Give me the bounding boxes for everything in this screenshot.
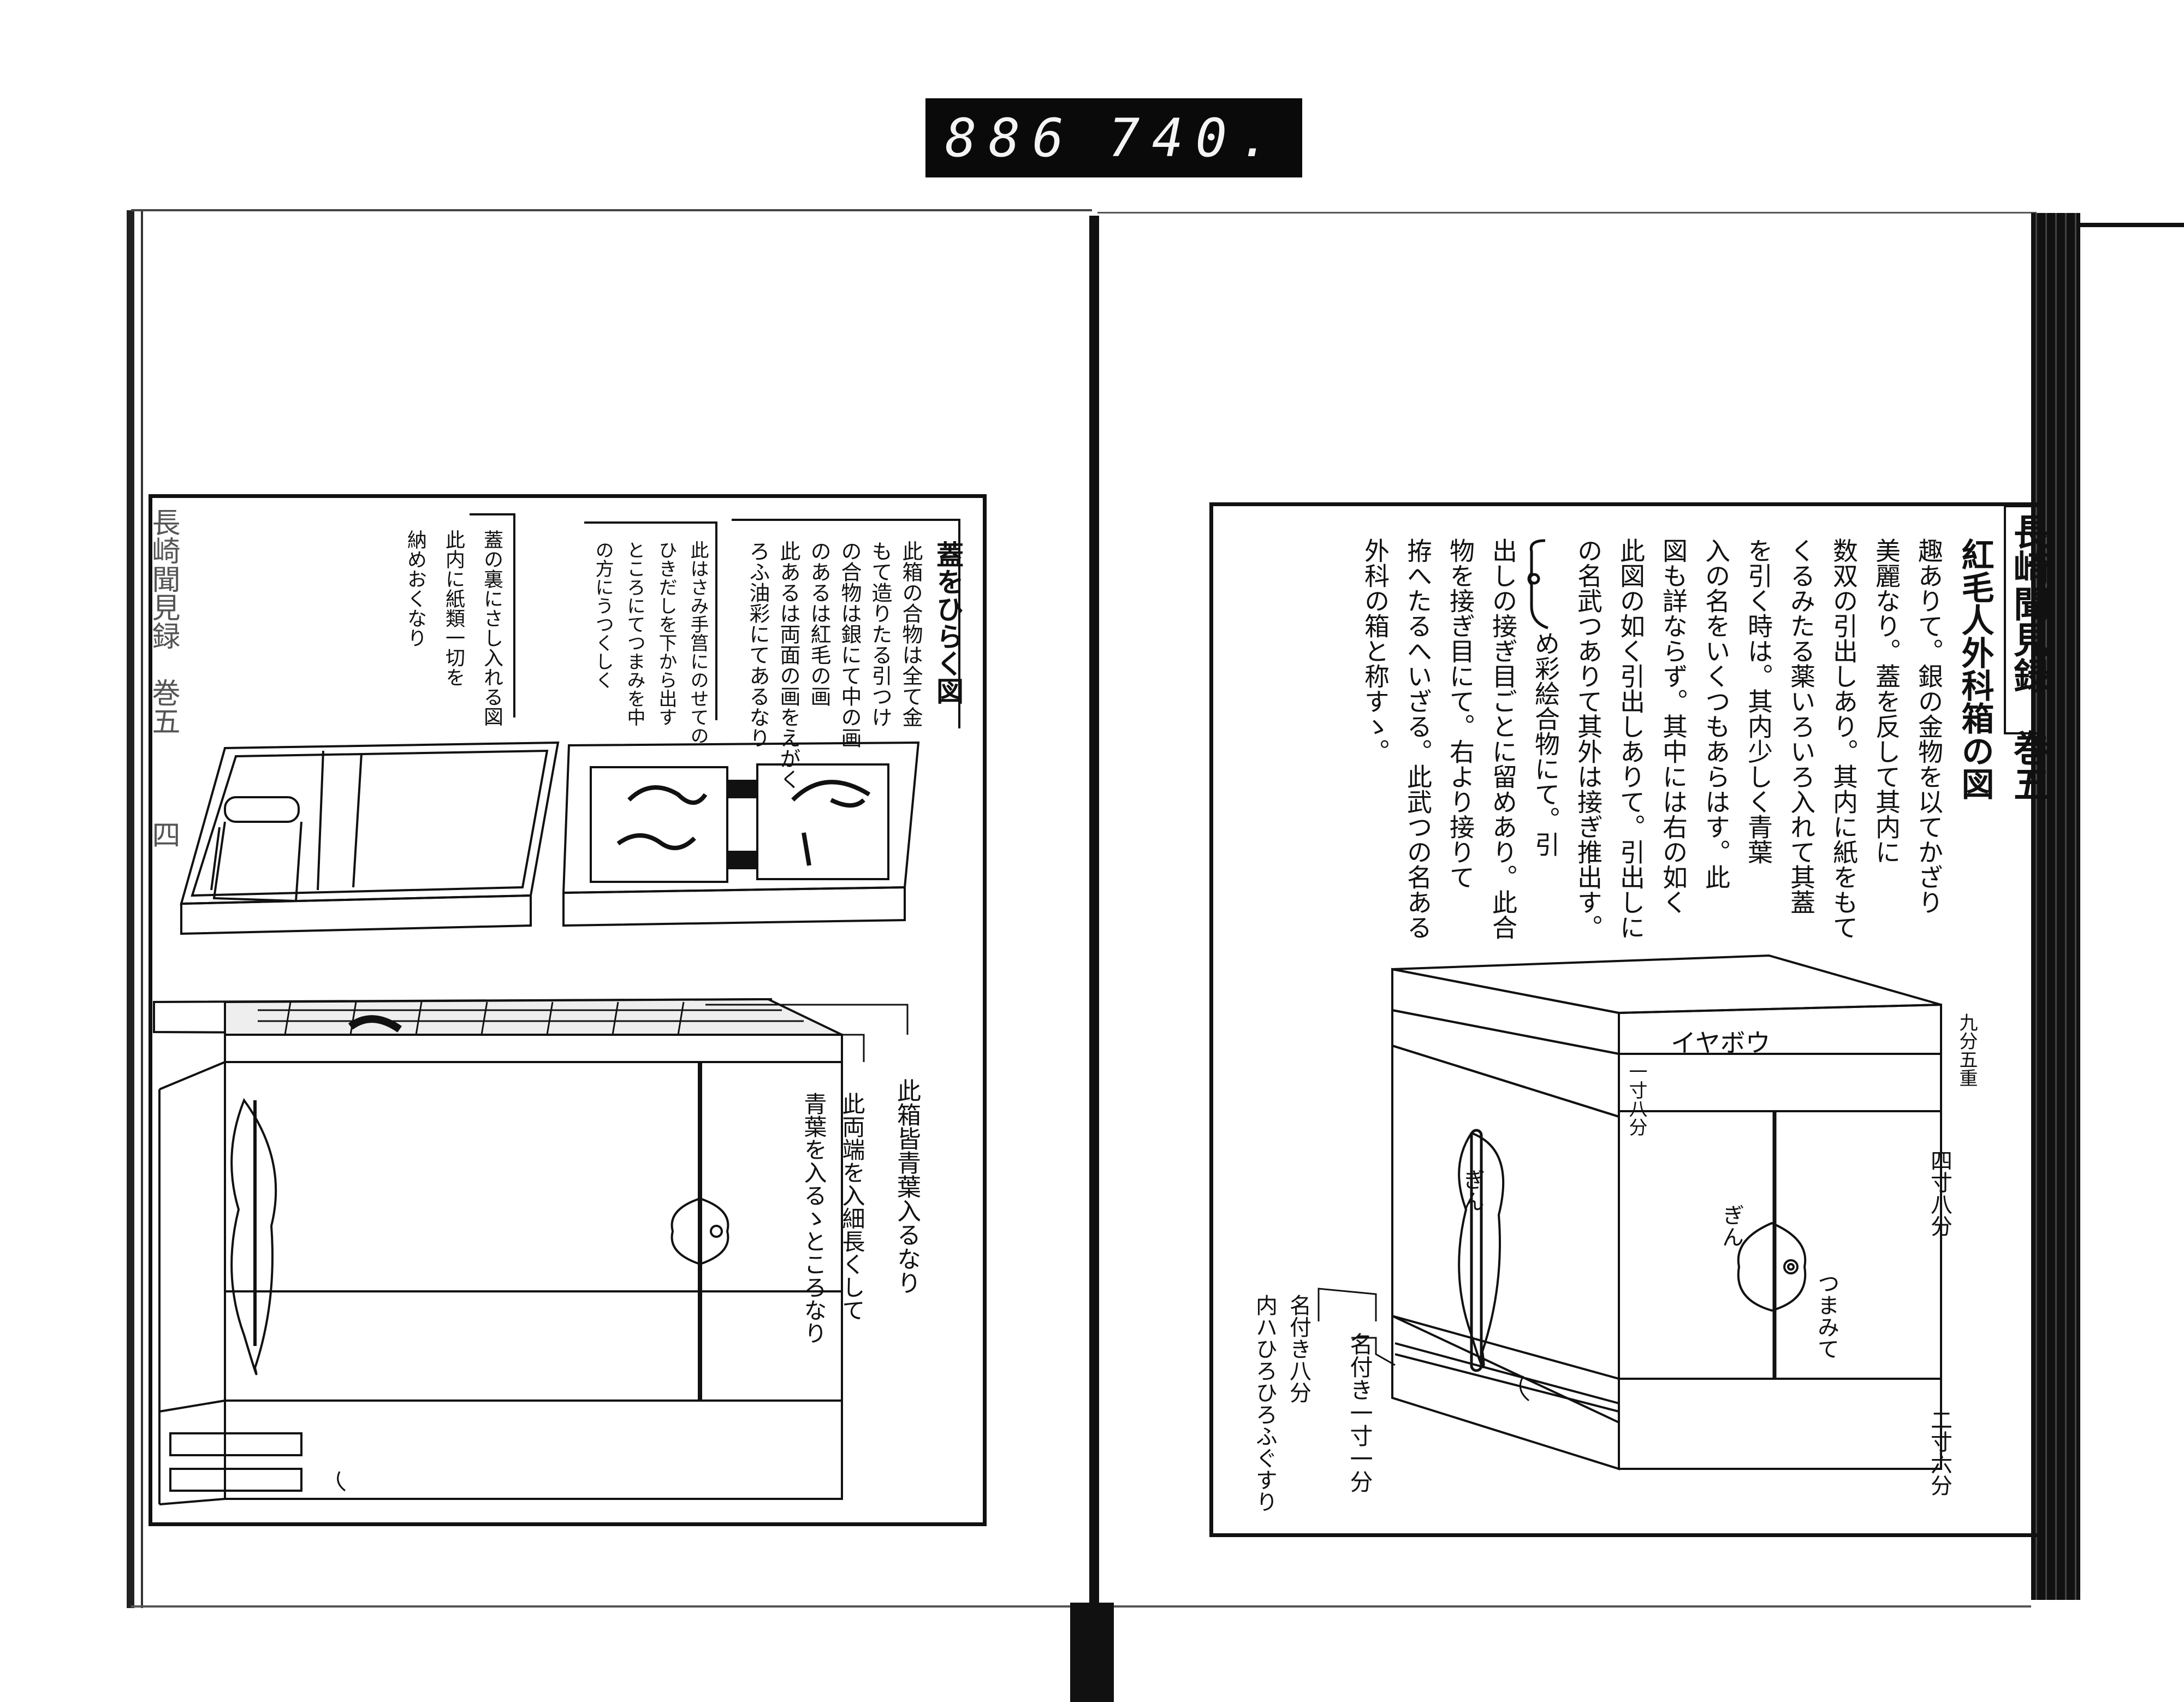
caption-tray: 此はさみ手筥にのせての ひきだしを下から出す ところにてつまみを中 の方にうつく… [587,541,714,745]
caption-line: 内ハひろひろふぐすり [1252,1294,1277,1513]
book-title-left: 長崎聞見録 [147,508,180,650]
top-page-edge-right [1097,212,2037,214]
caption-lid-inside: 蓋の裏にさし入れる図 此内に紙類一切を 納めおくなり [396,530,511,726]
leader-line-drawer-lower [1317,1288,1377,1321]
body-line: 美麗なり。蓋を反して其内に [1872,538,1901,864]
body-line: の名武つありて其外は接ぎ推出す。 [1574,538,1603,940]
label-handle: つまみて [1814,1272,1839,1360]
body-line: 出しの接ぎ目ごとに留めあり。此合 [1488,538,1518,940]
caption-line: 此箱の合物は全て金 [899,541,923,727]
right-page-side-header: 長崎聞見録 巻五 [2003,513,2055,802]
label-cabinet-ends: 此両端を入細長くして 青葉を入るゝところなり [794,1092,871,1344]
caption-line: の合物は銀にて中の画 [838,541,862,748]
left-page-edge [127,210,134,1608]
caption-line: 名付き八分 [1286,1294,1311,1403]
label-silver-left: ぎん [1459,1169,1484,1212]
catalog-number-right: 740. [1108,107,1283,169]
body-line: 拵へたるへいざる。此武つの名ある [1403,538,1433,940]
catalog-number-label: 886 740. [925,98,1302,177]
catalog-number-left: 886 [945,107,1076,169]
caption-line: のあるは紅毛の画 [807,541,831,707]
leaf-number: 四 [147,820,180,849]
drawer-handle-icon [1527,539,1548,630]
body-line: 外科の箱と称すゝ。 [1361,538,1390,764]
caption-line: 此内に紙類一切を [442,530,465,687]
leader-line-drawer-upper [1351,1337,1396,1366]
dim-doors-height: 四寸八分 [1927,1149,1952,1237]
caption-line: 納めおくなり [404,530,426,648]
label-cabinet-top: 此箱皆青葉入るなり [893,1078,921,1295]
top-page-edge [131,209,1092,211]
caption-line: 青葉を入るゝところなり [800,1092,827,1344]
leader-line-ends [667,1034,865,1062]
caption-open-lid-bracket [732,519,960,728]
open-box-lid-paintings-drawing [562,741,920,927]
caption-line: もて造りたる引つけ [868,541,892,727]
dim-lid-height: 九分五重 [1956,1013,1978,1087]
right-edge-line [2080,223,2184,227]
right-page-text: 紅毛人外科箱の図 趣ありて。銀の金物を以てかざり 美麗なり。蓋を反して其内に 数… [1354,538,1999,940]
body-line: 趣ありて。銀の金物を以てかざり [1914,538,1944,915]
medicine-cabinet-drawing [153,998,843,1505]
open-box-lid-inside-drawing [180,741,560,935]
book-title-right: 長崎聞見録 [2008,513,2050,693]
caption-line: 此両端を入細長くして [839,1092,865,1321]
caption-line: 蓋の裏にさし入れる図 [480,530,503,726]
caption-line: 此はさみ手筥にのせての [687,541,709,745]
caption-open-lid-title: 蓋をひらく図 [932,541,964,704]
volume-right: 巻五 [2008,730,2050,802]
right-page-title: 紅毛人外科箱の図 [1956,538,1994,800]
book-spine [1089,216,1099,1702]
spine-bottom-shadow [1070,1603,1114,1702]
caption-line: の方にうつくしく [592,541,614,689]
body-line: くるみたる薬いろいろ入れて其蓋 [1787,538,1816,915]
body-line: め彩絵合物にて。引 [1531,631,1560,857]
dim-upper-height: 一寸八分 [1625,1062,1647,1136]
left-illustration-frame [149,494,987,1526]
right-illustration-frame [1209,502,2042,1537]
volume-left: 巻五 [147,678,180,735]
body-line: 此図の如く引出しありて。引出しに [1616,538,1646,940]
body-line: 数双の引出しあり。其内に紙をもて [1829,538,1859,940]
body-line: を引く時は。其内少しく青葉 [1744,538,1773,864]
caption-line: ひきだしを下から出す [655,541,677,726]
body-line: 物を接ぎ目にて。右より接りて [1446,538,1475,889]
caption-open-lid: 蓋をひらく図 此箱の合物は全て金 もて造りたる引つけ の合物は銀にて中の画 のあ… [743,541,970,790]
caption-tray-bracket [584,521,717,720]
caption-lid-inside-bracket [470,513,515,717]
leader-line-top [705,1004,909,1035]
label-drawer-lower: 名付き八分 内ハひろひろふぐすり [1248,1294,1315,1513]
left-page-edge-inner [141,210,143,1608]
dim-base-height: 二寸六分 [1927,1409,1952,1496]
body-line: 入の名をいくつもあらはす。此 [1701,538,1731,889]
label-silver-right: ぎん [1718,1204,1743,1248]
surgeon-box-drawing [1317,954,1942,1470]
body-line: 図も詳ならず。其中には右の如く [1659,538,1688,915]
label-lid-word: イヤボウ [1671,1028,1771,1058]
left-illustrations [153,741,920,1505]
label-drawer-upper: 名付き一寸一分 [1346,1332,1373,1493]
caption-line: ろふ油彩にてあるなり [746,541,770,748]
caption-line: 此あるは両面の画をえがく [776,541,800,790]
caption-line: ところにてつまみを中 [624,541,645,726]
left-page-side-header: 長崎聞見録 巻五 四 [143,508,184,849]
